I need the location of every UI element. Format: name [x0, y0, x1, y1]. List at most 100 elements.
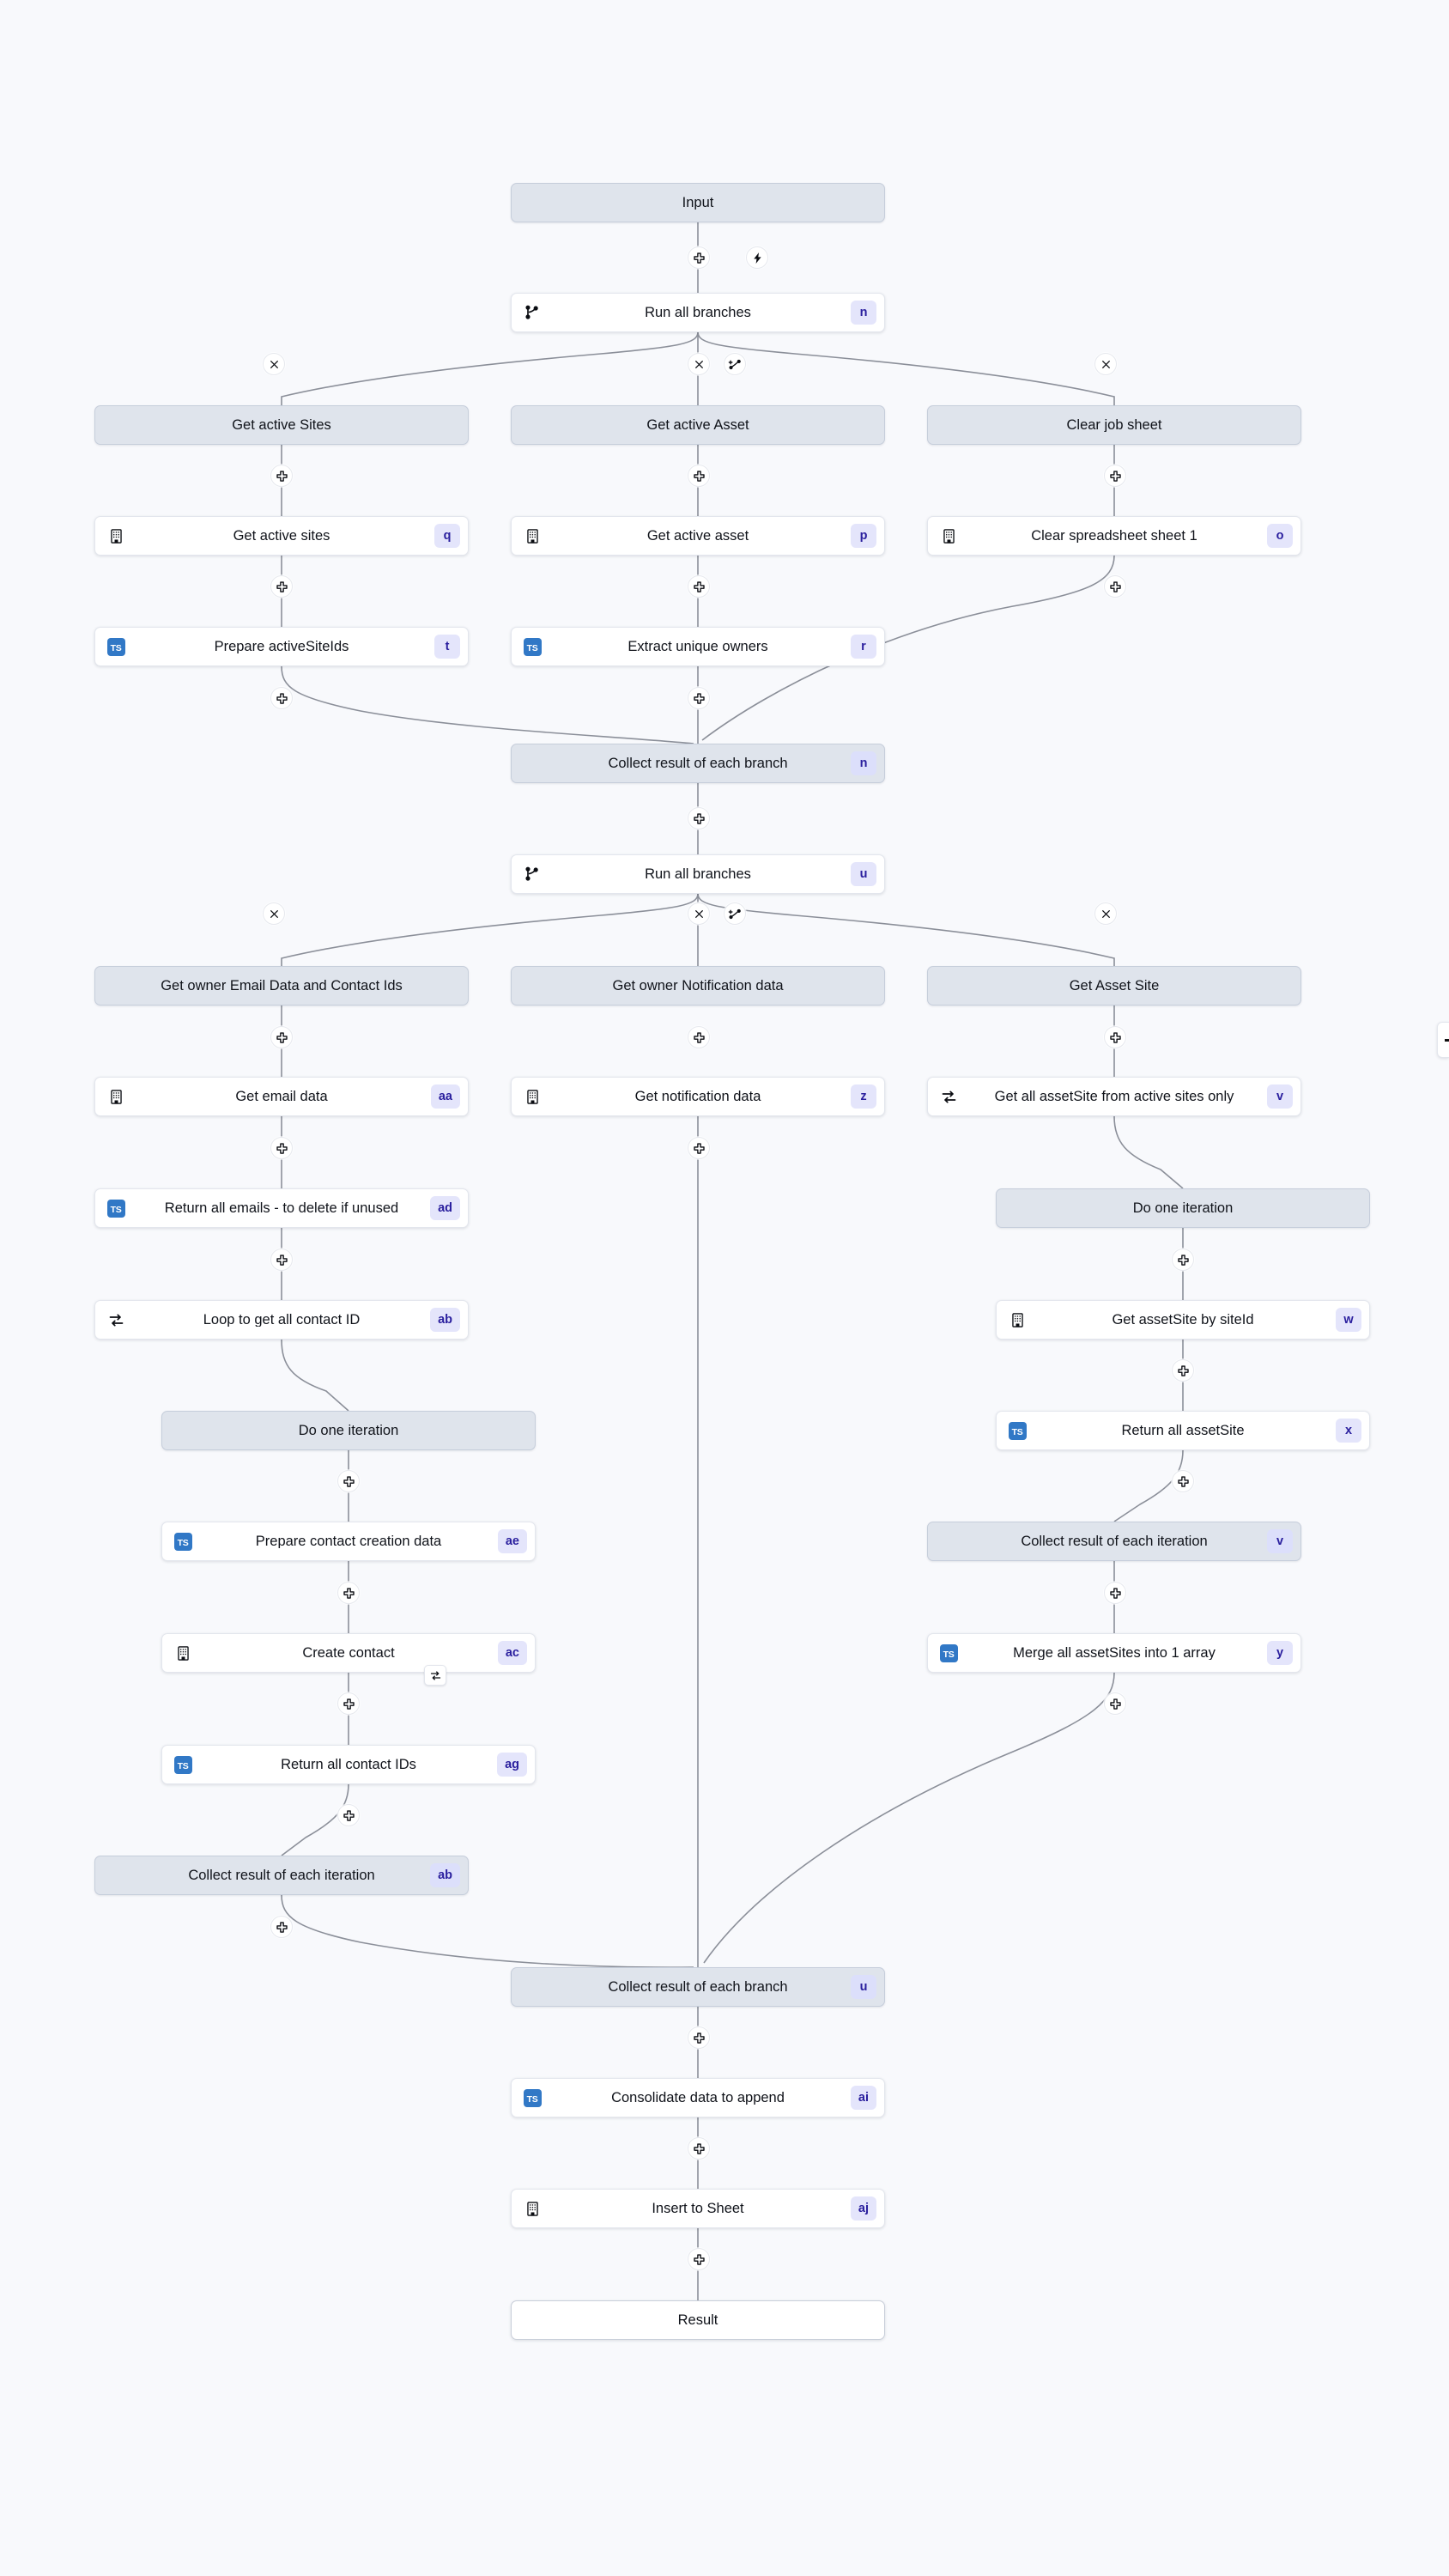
plus-handle-icon[interactable] [270, 1249, 293, 1271]
plus-handle-icon[interactable] [688, 687, 710, 709]
close-icon[interactable] [263, 353, 285, 375]
node-badge[interactable]: ae [497, 1529, 527, 1553]
close-icon[interactable] [1094, 353, 1117, 375]
plus-handle-icon[interactable] [688, 246, 710, 269]
workflow-node-hdr-asset[interactable]: Get active Asset [511, 405, 885, 445]
node-badge[interactable]: ab [430, 1308, 460, 1332]
node-badge[interactable]: aa [430, 1084, 460, 1109]
plus-handle-icon[interactable] [337, 1692, 360, 1715]
plus-handle-icon[interactable] [1104, 465, 1126, 487]
plus-handle-icon[interactable] [270, 1026, 293, 1048]
workflow-node-input[interactable]: Input [511, 183, 885, 222]
node-badge[interactable]: v [1267, 1529, 1293, 1553]
plus-handle-icon[interactable] [688, 2137, 710, 2160]
lightning-trigger-icon[interactable] [746, 246, 768, 269]
plus-handle-icon[interactable] [688, 2248, 710, 2270]
plus-handle-icon[interactable] [270, 1916, 293, 1938]
plus-handle-icon[interactable] [688, 465, 710, 487]
plus-handle-icon[interactable] [337, 1470, 360, 1492]
node-badge[interactable]: z [851, 1084, 876, 1109]
node-badge[interactable]: u [851, 1975, 876, 1999]
workflow-node-getallsite[interactable]: Get all assetSite from active sites only… [927, 1077, 1301, 1116]
plus-handle-icon[interactable] [688, 575, 710, 598]
add-branch-icon[interactable] [724, 902, 746, 925]
node-badge[interactable]: ab [430, 1863, 460, 1887]
plus-handle-icon[interactable] [688, 1137, 710, 1159]
workflow-node-hdr-jobsheet[interactable]: Clear job sheet [927, 405, 1301, 445]
node-badge[interactable]: n [851, 751, 876, 775]
plus-handle-icon[interactable] [1172, 1470, 1194, 1492]
node-badge[interactable]: r [851, 635, 876, 659]
node-badge[interactable]: v [1267, 1084, 1293, 1109]
plus-handle-icon[interactable] [270, 1137, 293, 1159]
workflow-node-hdr-sites[interactable]: Get active Sites [94, 405, 469, 445]
plus-handle-icon[interactable] [688, 2026, 710, 2049]
plus-handle-icon[interactable] [1104, 575, 1126, 598]
plus-handle-icon[interactable] [1104, 1692, 1126, 1715]
node-badge[interactable]: o [1267, 524, 1293, 548]
plus-handle-icon[interactable] [337, 1804, 360, 1826]
plus-handle-icon[interactable] [1172, 1359, 1194, 1382]
node-badge[interactable]: u [851, 862, 876, 886]
plus-handle-icon[interactable] [688, 807, 710, 829]
workflow-node-iter-left[interactable]: Do one iteration [161, 1411, 536, 1450]
node-badge[interactable]: ag [497, 1753, 527, 1777]
plus-handle-icon[interactable] [270, 465, 293, 487]
retry-loop-icon[interactable] [424, 1665, 446, 1686]
workflow-node-hdr-ownernotif[interactable]: Get owner Notification data [511, 966, 885, 1005]
branch-icon [523, 303, 542, 322]
node-badge[interactable]: q [434, 524, 460, 548]
workflow-node-result[interactable]: Result [511, 2300, 885, 2340]
workflow-node-hdr-owneremail[interactable]: Get owner Email Data and Contact Ids [94, 966, 469, 1005]
close-icon[interactable] [688, 353, 710, 375]
plus-handle-icon[interactable] [688, 1026, 710, 1048]
plus-handle-icon[interactable] [1104, 1026, 1126, 1048]
node-badge[interactable]: w [1336, 1308, 1361, 1332]
node-badge[interactable]: p [851, 524, 876, 548]
node-badge[interactable]: x [1336, 1419, 1361, 1443]
plus-handle-icon[interactable] [337, 1582, 360, 1604]
plus-handle-icon[interactable] [1172, 1249, 1194, 1271]
node-badge[interactable]: t [434, 635, 460, 659]
plus-handle-icon[interactable] [270, 575, 293, 598]
node-badge[interactable]: n [851, 301, 876, 325]
workflow-node-hdr-assetsite[interactable]: Get Asset Site [927, 966, 1301, 1005]
add-branch-icon[interactable] [724, 353, 746, 375]
plus-handle-icon[interactable] [270, 687, 293, 709]
workflow-node-iter-right[interactable]: Do one iteration [996, 1188, 1370, 1228]
close-icon[interactable] [688, 902, 710, 925]
node-badge[interactable]: ai [850, 2086, 876, 2110]
plus-handle-icon[interactable] [1104, 1582, 1126, 1604]
close-icon[interactable] [263, 902, 285, 925]
node-badge[interactable]: aj [850, 2196, 876, 2221]
node-badge[interactable]: ad [430, 1196, 460, 1220]
node-badge[interactable]: y [1267, 1641, 1293, 1665]
close-icon[interactable] [1094, 902, 1117, 925]
offscreen-node-clip[interactable] [1437, 1022, 1449, 1058]
node-badge[interactable]: ac [497, 1641, 527, 1665]
